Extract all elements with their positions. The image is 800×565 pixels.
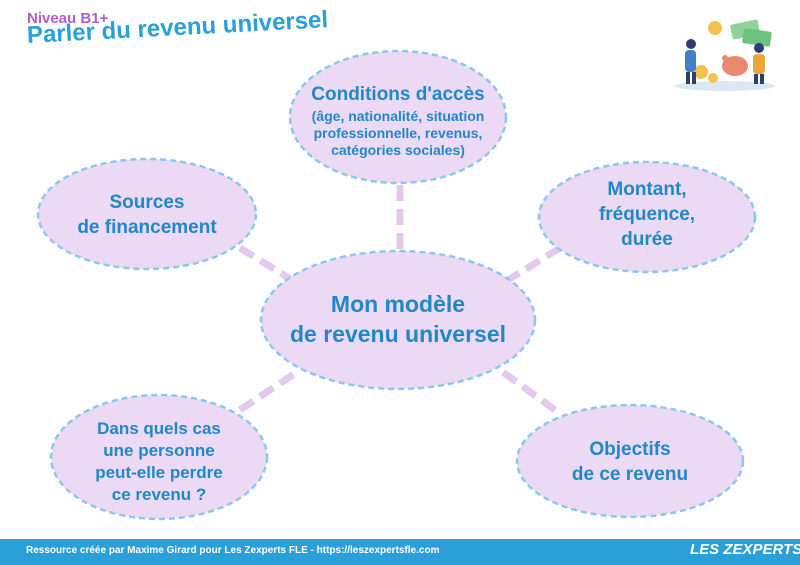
node-loss-cases-line: peut-elle perdre <box>95 463 223 482</box>
node-amount-frequency-line: Montant, <box>607 179 686 200</box>
mind-map-diagram: Conditions d'accès (âge, nationalité, si… <box>36 49 757 521</box>
footer-credit: Ressource créée par Maxime Girard pour L… <box>26 545 440 556</box>
node-center-line: Mon modèle <box>331 291 465 317</box>
node-access-conditions <box>288 49 508 185</box>
node-center <box>259 249 537 391</box>
node-objectives-line: Objectifs <box>589 439 670 460</box>
node-amount-frequency <box>537 160 757 274</box>
footer-bar: Ressource créée par Maxime Girard pour L… <box>0 539 800 565</box>
node-loss-cases-line: une personne <box>103 441 214 460</box>
brand-logo: LES ZEXPERTS FLE <box>690 541 800 558</box>
node-financing-sources-line: de financement <box>77 217 217 238</box>
level-label: Niveau B1+ <box>27 10 109 27</box>
node-center-line: de revenu universel <box>290 321 506 347</box>
node-amount-frequency-line: fréquence, <box>599 204 695 225</box>
node-objectives-line: de ce revenu <box>572 464 688 485</box>
node-loss-cases-line: Dans quels cas <box>97 419 221 438</box>
connector-bottom-left <box>238 367 302 413</box>
node-access-conditions-title: Conditions d'accès <box>311 84 484 105</box>
connector-bottom-right <box>497 367 558 413</box>
node-access-conditions-line: professionnelle, revenus, <box>314 125 483 141</box>
node-loss-cases <box>49 393 269 521</box>
money-illustration-icon <box>675 19 775 91</box>
node-amount-frequency-line: durée <box>621 229 673 250</box>
node-financing-sources <box>36 157 258 271</box>
node-loss-cases-line: ce revenu ? <box>112 485 207 504</box>
node-financing-sources-line: Sources <box>110 192 185 213</box>
node-access-conditions-line: catégories sociales) <box>331 142 465 158</box>
node-access-conditions-line: (âge, nationalité, situation <box>312 108 485 124</box>
node-objectives <box>515 403 745 519</box>
